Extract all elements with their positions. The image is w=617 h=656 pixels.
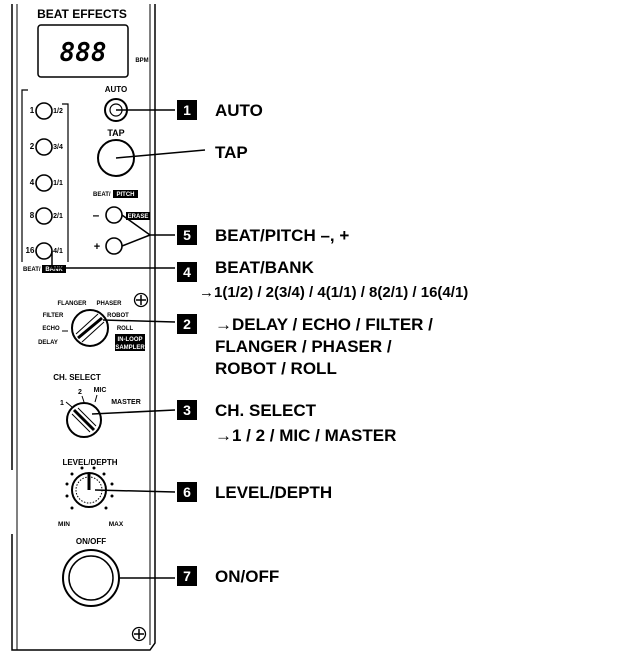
callout-7-badge — [177, 566, 197, 586]
ch-1-label: 1 — [60, 400, 64, 407]
ch-mic-label: MIC — [94, 387, 107, 394]
sampler-label: SAMPLER — [115, 345, 145, 351]
erase-box — [126, 212, 150, 220]
bpm-unit-label: BPM — [135, 58, 148, 64]
callout-7-num: 7 — [183, 568, 191, 584]
callout-2-badge — [177, 314, 197, 334]
panel-outline — [11, 4, 156, 651]
bank-box-text: BANK — [45, 267, 63, 273]
bpm-display — [37, 24, 129, 78]
in-loop-label: IN-LOOP — [118, 337, 143, 343]
beat-16-num: 16 — [26, 246, 35, 255]
on-off-button[interactable] — [62, 549, 120, 607]
ch-select: CH. SELECT 1 2 MIC MASTER — [53, 373, 141, 438]
callouts: 1 AUTO TAP 5 BEAT/PITCH –, + 4 BEAT/BANK… — [177, 100, 468, 586]
callout-1-text: AUTO — [215, 101, 263, 120]
callout-3-num: 3 — [183, 402, 191, 418]
callout-6-text: LEVEL/DEPTH — [215, 483, 332, 502]
bank-box — [42, 265, 66, 273]
callout-2-line-2: FLANGER / PHASER / — [215, 337, 392, 356]
callout-2-num: 2 — [183, 316, 191, 332]
beat-pitch-plus-button[interactable] — [105, 237, 123, 255]
beat-8-frac: 2/1 — [53, 213, 63, 220]
callout-6-badge — [177, 482, 197, 502]
delay-label: DELAY — [38, 340, 58, 346]
auto-label: AUTO — [105, 85, 128, 94]
bpm-display-digits: 888 — [60, 38, 107, 68]
beat-4-num: 4 — [30, 178, 35, 187]
callout-4-num: 4 — [183, 264, 191, 280]
level-depth-title: LEVEL/DEPTH — [62, 458, 117, 467]
beat-buttons: 1 1/2 2 3/4 4 1/1 8 2/1 16 4/1 BEAT/ BAN… — [21, 89, 69, 273]
beat-pitch-section: BEAT/ PITCH – ERASE + — [93, 190, 150, 255]
phaser-label: PHASER — [96, 301, 122, 307]
callout-3-line-2: →1 / 2 / MIC / MASTER — [215, 426, 396, 445]
robot-label: ROBOT — [107, 313, 129, 319]
callout-1-num: 1 — [183, 102, 191, 118]
callout-3-badge — [177, 400, 197, 420]
callout-6-num: 6 — [183, 484, 191, 500]
beat-2-frac: 3/4 — [53, 144, 63, 151]
beat-4-frac: 1/1 — [53, 180, 63, 187]
on-off: ON/OFF — [62, 537, 147, 642]
effect-selector: FLANGER PHASER FILTER ROBOT ECHO ROLL DE… — [38, 292, 149, 351]
beat-pitch-prefix: BEAT/ — [93, 192, 111, 198]
pitch-box — [113, 190, 138, 198]
callout-5-num: 5 — [183, 227, 191, 243]
callout-5-text: BEAT/PITCH –, + — [215, 226, 349, 245]
callout-3-line-1: CH. SELECT — [215, 401, 317, 420]
ch-master-label: MASTER — [111, 399, 141, 406]
beat-2-button[interactable] — [35, 138, 53, 156]
ch-select-title: CH. SELECT — [53, 373, 101, 382]
beat-16-button[interactable] — [35, 242, 53, 260]
echo-label: ECHO — [42, 326, 60, 332]
pitch-box-text: PITCH — [117, 192, 135, 198]
ch-2-label: 2 — [78, 389, 82, 396]
roll-label: ROLL — [117, 326, 134, 332]
callout-4-line-2: →1(1/2) / 2(3/4) / 4(1/1) / 8(2/1) / 16(… — [199, 284, 468, 301]
beat-2-num: 2 — [30, 142, 35, 151]
callout-5-badge — [177, 225, 197, 245]
callout-7-text: ON/OFF — [215, 567, 279, 586]
in-loop-sampler-box — [115, 334, 145, 351]
callout-2-line-3: ROBOT / ROLL — [215, 359, 337, 378]
filter-label: FILTER — [43, 313, 64, 319]
level-depth: LEVEL/DEPTH MIN MAX — [58, 458, 124, 528]
beat-16-frac: 4/1 — [53, 248, 63, 255]
beat-8-num: 8 — [30, 211, 35, 220]
erase-label: ERASE — [128, 214, 149, 220]
max-label: MAX — [109, 521, 124, 528]
callout-1-badge — [177, 100, 197, 120]
beat-8-button[interactable] — [35, 207, 53, 225]
leader-lines — [51, 109, 206, 579]
beat-1-button[interactable] — [35, 102, 53, 120]
beat-pitch-minus-button[interactable] — [105, 206, 123, 224]
flanger-label: FLANGER — [58, 301, 88, 307]
callout-4-badge — [177, 262, 197, 282]
callout-4-line-1: BEAT/BANK — [215, 258, 315, 277]
beat-1-num: 1 — [30, 106, 35, 115]
beat-1-frac: 1/2 — [53, 108, 63, 115]
on-off-title: ON/OFF — [76, 537, 106, 546]
beat-4-button[interactable] — [35, 174, 53, 192]
callout-2-line-1: →DELAY / ECHO / FILTER / — [215, 315, 433, 334]
callout-tap-text: TAP — [215, 143, 248, 162]
plus-sign: + — [94, 241, 100, 253]
panel-title: BEAT EFFECTS — [37, 7, 127, 21]
min-label: MIN — [58, 521, 70, 528]
beat-bank-prefix: BEAT/ — [23, 267, 41, 273]
tap-label: TAP — [107, 128, 124, 138]
minus-sign: – — [93, 208, 100, 222]
